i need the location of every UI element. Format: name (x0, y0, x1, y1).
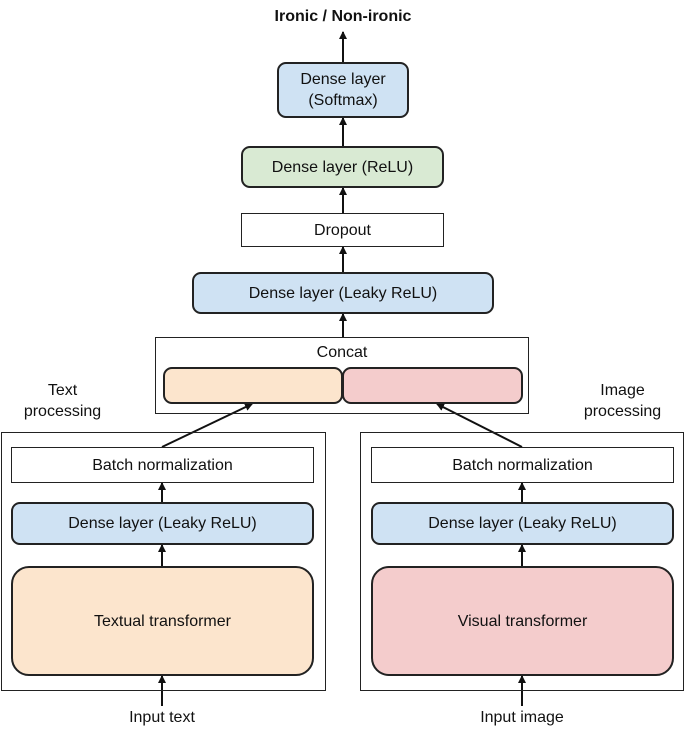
text-batch-norm-layer: Batch normalization (11, 447, 314, 483)
input-text-label: Input text (129, 709, 195, 726)
concat-text-part (163, 367, 343, 404)
image-dense-leaky-layer: Dense layer (Leaky ReLU) (371, 502, 674, 545)
text-dense-leaky-layer: Dense layer (Leaky ReLU) (11, 502, 314, 545)
text-processing-title: Text processing (23, 382, 102, 420)
input-image-label: Input image (480, 709, 564, 726)
image-processing-container (360, 432, 684, 691)
arrow-text-to-concat (161, 403, 253, 448)
image-processing-title: Image processing (583, 382, 662, 420)
concat-container (155, 337, 529, 414)
dense-softmax-layer: Dense layer (Softmax) (277, 62, 409, 118)
concat-image-part (342, 367, 523, 404)
dropout-layer: Dropout (241, 213, 444, 247)
dense-relu-layer: Dense layer (ReLU) (241, 146, 444, 188)
arrow-image-to-concat (436, 403, 523, 448)
output-label: Ironic / Non-ironic (274, 8, 412, 25)
visual-transformer: Visual transformer (371, 566, 674, 676)
image-batch-norm-layer: Batch normalization (371, 447, 674, 483)
textual-transformer: Textual transformer (11, 566, 314, 676)
dense-leaky-head-layer: Dense layer (Leaky ReLU) (192, 272, 494, 314)
text-processing-container (1, 432, 326, 691)
concat-label: Concat (316, 344, 368, 361)
